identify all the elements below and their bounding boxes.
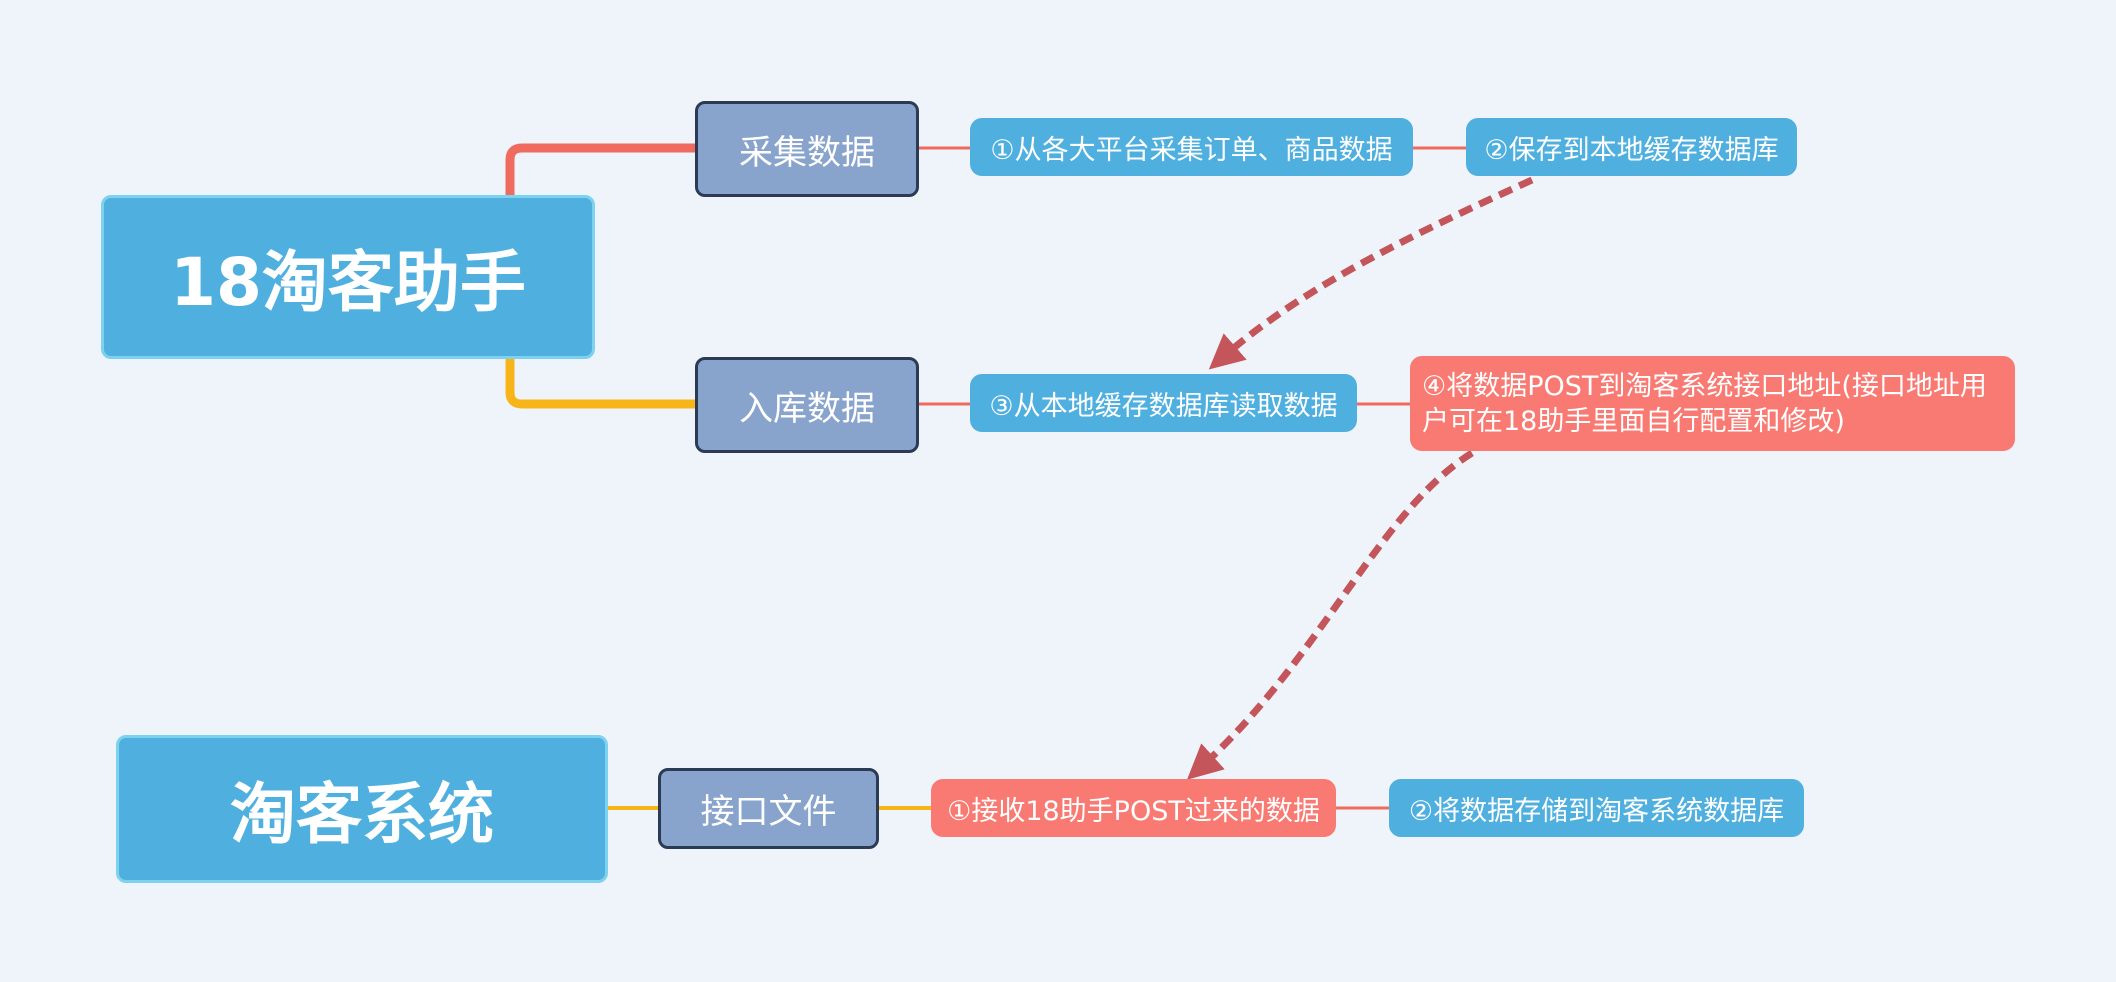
flow-arrow-cache-to-import bbox=[1208, 176, 1534, 370]
step-node-store-database[interactable]: ②将数据存储到淘客系统数据库 bbox=[1389, 779, 1804, 837]
connector-root-to-import bbox=[505, 355, 702, 409]
branch-node-interface-file[interactable]: 接口文件 bbox=[658, 768, 879, 849]
branch-node-import-data[interactable]: 入库数据 bbox=[695, 357, 919, 453]
root-node-taoke-system[interactable]: 淘客系统 bbox=[116, 735, 608, 883]
branch-node-collect-data[interactable]: 采集数据 bbox=[695, 101, 919, 197]
root-node-18-assistant[interactable]: 18淘客助手 bbox=[101, 195, 595, 359]
step-node-read-cache[interactable]: ③从本地缓存数据库读取数据 bbox=[970, 374, 1357, 432]
step-node-receive-post[interactable]: ①接收18助手POST过来的数据 bbox=[931, 779, 1336, 837]
step-node-post-to-system[interactable]: ④将数据POST到淘客系统接口地址(接口地址用户可在18助手里面自行配置和修改) bbox=[1410, 356, 2015, 451]
connector-root-to-collect bbox=[505, 143, 702, 200]
step-node-collect-orders[interactable]: ①从各大平台采集订单、商品数据 bbox=[970, 118, 1413, 176]
step-node-save-cache[interactable]: ②保存到本地缓存数据库 bbox=[1466, 118, 1797, 176]
flow-arrow-post-to-receive bbox=[1186, 450, 1474, 780]
